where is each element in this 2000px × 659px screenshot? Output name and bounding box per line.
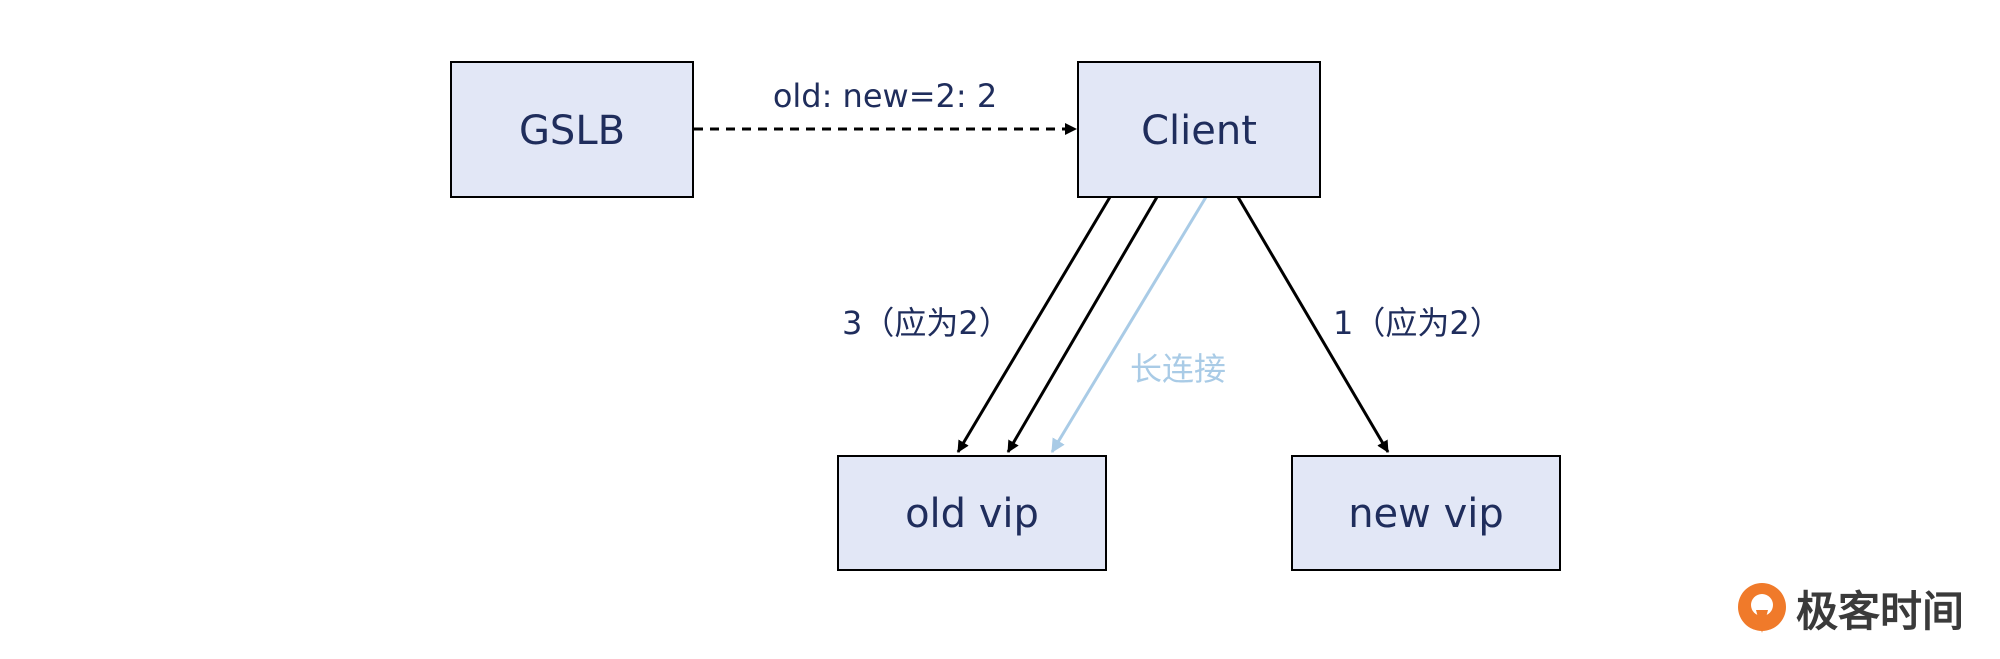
edge-label-client-to-old-vip: 3（应为2） bbox=[842, 304, 1011, 342]
edge-label-long-connection: 长连接 bbox=[1130, 350, 1226, 388]
watermark: 极客时间 bbox=[1738, 583, 1964, 636]
node-new-vip: new vip bbox=[1291, 455, 1561, 571]
node-gslb-label: GSLB bbox=[519, 108, 625, 154]
node-old-vip-label: old vip bbox=[905, 491, 1039, 537]
edge-client-to-new-vip bbox=[1236, 196, 1390, 453]
edge-label-client-to-new-vip: 1（应为2） bbox=[1333, 304, 1502, 342]
edge-client-to-old-vip-2 bbox=[1006, 196, 1159, 453]
node-new-vip-label: new vip bbox=[1348, 491, 1504, 537]
node-old-vip: old vip bbox=[837, 455, 1107, 571]
node-gslb: GSLB bbox=[450, 61, 694, 198]
edge-label-gslb-to-client: old: new=2: 2 bbox=[773, 77, 997, 115]
geektime-logo-icon bbox=[1738, 583, 1786, 633]
watermark-text: 极客时间 bbox=[1796, 587, 1964, 636]
node-client-label: Client bbox=[1141, 108, 1257, 154]
edge-long-connection bbox=[1050, 196, 1208, 453]
edge-client-to-old-vip-1 bbox=[956, 196, 1112, 453]
node-client: Client bbox=[1077, 61, 1321, 198]
